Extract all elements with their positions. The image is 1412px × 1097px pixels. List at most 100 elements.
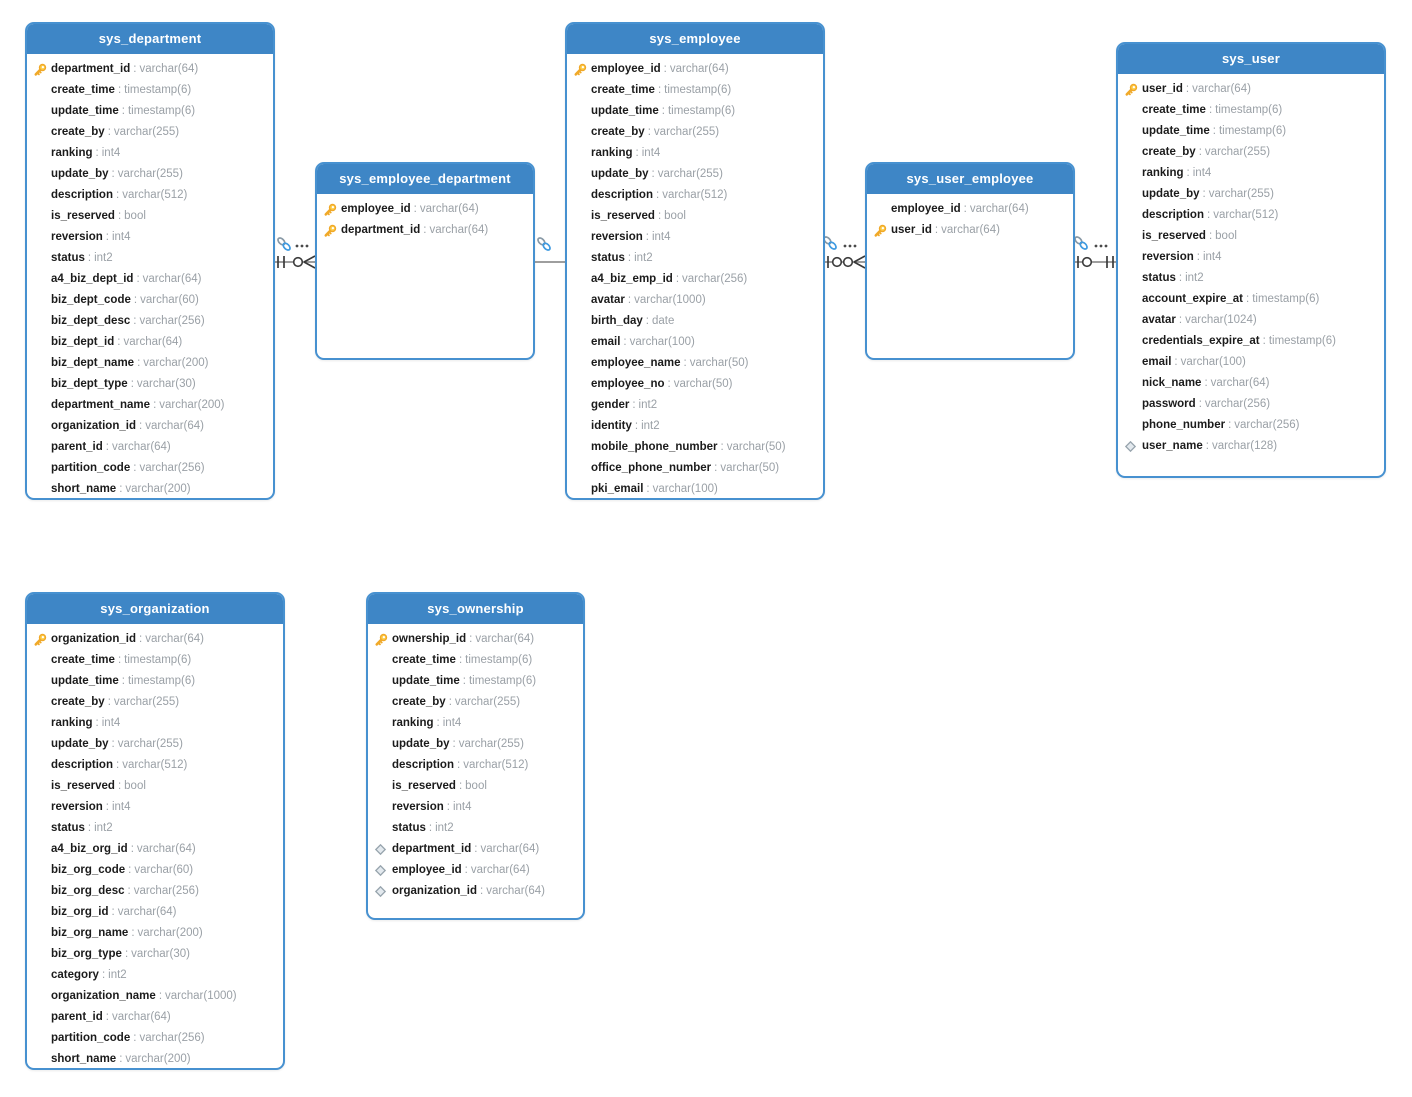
field-row[interactable]: employee_name:varchar(50) (573, 353, 819, 374)
field-row[interactable]: short_name:varchar(200) (33, 1049, 279, 1068)
field-row[interactable]: ranking:int4 (374, 713, 579, 734)
field-row[interactable]: ranking:int4 (1124, 163, 1380, 184)
table-header[interactable]: sys_user (1118, 44, 1384, 76)
relationship-sys_employee_department-to-sys_employee[interactable] (535, 237, 565, 263)
table-header[interactable]: sys_employee_department (317, 164, 533, 196)
field-row[interactable]: avatar:varchar(1000) (573, 290, 819, 311)
field-row[interactable]: credentials_expire_at:timestamp(6) (1124, 331, 1380, 352)
field-row[interactable]: reversion:int4 (1124, 247, 1380, 268)
field-row[interactable]: update_by:varchar(255) (374, 734, 579, 755)
field-row[interactable]: biz_org_type:varchar(30) (33, 944, 279, 965)
field-row[interactable]: organization_id:varchar(64) (33, 416, 269, 437)
field-row[interactable]: short_name:varchar(200) (33, 479, 269, 498)
field-row[interactable]: mobile_phone_number:varchar(50) (573, 437, 819, 458)
field-row[interactable]: department_name:varchar(200) (33, 395, 269, 416)
field-row[interactable]: create_time:timestamp(6) (33, 80, 269, 101)
field-row[interactable]: status:int2 (33, 818, 279, 839)
field-row[interactable]: department_id:varchar(64) (323, 220, 529, 241)
field-row[interactable]: ranking:int4 (573, 143, 819, 164)
field-row[interactable]: description:varchar(512) (1124, 205, 1380, 226)
field-row[interactable]: reversion:int4 (374, 797, 579, 818)
field-row[interactable]: account_expire_at:timestamp(6) (1124, 289, 1380, 310)
field-row[interactable]: employee_id:varchar(64) (873, 199, 1069, 220)
field-row[interactable]: phone_number:varchar(256) (1124, 415, 1380, 436)
field-row[interactable]: update_by:varchar(255) (573, 164, 819, 185)
field-row[interactable]: reversion:int4 (573, 227, 819, 248)
table-sys_employee_department[interactable]: sys_employee_department employee_id:varch… (315, 162, 535, 360)
field-row[interactable]: update_time:timestamp(6) (33, 671, 279, 692)
field-row[interactable]: employee_id:varchar(64) (323, 199, 529, 220)
field-row[interactable]: status:int2 (573, 248, 819, 269)
field-row[interactable]: user_id:varchar(64) (873, 220, 1069, 241)
field-row[interactable]: parent_id:varchar(64) (33, 437, 269, 458)
field-row[interactable]: employee_id:varchar(64) (573, 59, 819, 80)
field-row[interactable]: update_time:timestamp(6) (374, 671, 579, 692)
field-row[interactable]: create_by:varchar(255) (573, 122, 819, 143)
field-row[interactable]: create_by:varchar(255) (33, 122, 269, 143)
field-row[interactable]: email:varchar(100) (573, 332, 819, 353)
field-row[interactable]: birth_day:date (573, 311, 819, 332)
field-row[interactable]: is_reserved:bool (33, 776, 279, 797)
field-row[interactable]: user_id:varchar(64) (1124, 79, 1380, 100)
field-row[interactable]: nick_name:varchar(64) (1124, 373, 1380, 394)
field-row[interactable]: is_reserved:bool (1124, 226, 1380, 247)
field-row[interactable]: department_id:varchar(64) (33, 59, 269, 80)
field-row[interactable]: description:varchar(512) (573, 185, 819, 206)
field-row[interactable]: update_by:varchar(255) (1124, 184, 1380, 205)
field-row[interactable]: status:int2 (374, 818, 579, 839)
table-header[interactable]: sys_department (27, 24, 273, 56)
field-row[interactable]: create_by:varchar(255) (1124, 142, 1380, 163)
relationship-sys_employee-to-sys_user_employee[interactable] (823, 236, 866, 269)
field-row[interactable]: office_phone_number:varchar(50) (573, 458, 819, 479)
field-row[interactable]: create_time:timestamp(6) (573, 80, 819, 101)
field-row[interactable]: update_by:varchar(255) (33, 164, 269, 185)
field-row[interactable]: create_time:timestamp(6) (33, 650, 279, 671)
field-row[interactable]: is_reserved:bool (573, 206, 819, 227)
field-row[interactable]: ranking:int4 (33, 143, 269, 164)
field-row[interactable]: create_time:timestamp(6) (374, 650, 579, 671)
field-row[interactable]: identity:int2 (573, 416, 819, 437)
table-header[interactable]: sys_user_employee (867, 164, 1073, 196)
field-row[interactable]: employee_no:varchar(50) (573, 374, 819, 395)
field-row[interactable]: biz_org_desc:varchar(256) (33, 881, 279, 902)
field-row[interactable]: update_time:timestamp(6) (573, 101, 819, 122)
field-row[interactable]: partition_code:varchar(256) (33, 1028, 279, 1049)
field-row[interactable]: is_reserved:bool (33, 206, 269, 227)
field-row[interactable]: pki_email:varchar(100) (573, 479, 819, 498)
field-row[interactable]: update_by:varchar(255) (33, 734, 279, 755)
field-row[interactable]: gender:int2 (573, 395, 819, 416)
field-row[interactable]: description:varchar(512) (33, 755, 279, 776)
field-row[interactable]: biz_dept_id:varchar(64) (33, 332, 269, 353)
field-row[interactable]: reversion:int4 (33, 227, 269, 248)
field-row[interactable]: ranking:int4 (33, 713, 279, 734)
field-row[interactable]: parent_id:varchar(64) (33, 1007, 279, 1028)
field-row[interactable]: biz_org_id:varchar(64) (33, 902, 279, 923)
field-row[interactable]: password:varchar(256) (1124, 394, 1380, 415)
field-row[interactable]: organization_id:varchar(64) (374, 881, 579, 902)
field-row[interactable]: ownership_id:varchar(64) (374, 629, 579, 650)
field-row[interactable]: description:varchar(512) (374, 755, 579, 776)
field-row[interactable]: a4_biz_dept_id:varchar(64) (33, 269, 269, 290)
field-row[interactable]: organization_name:varchar(1000) (33, 986, 279, 1007)
field-row[interactable]: category:int2 (33, 965, 279, 986)
field-row[interactable]: description:varchar(512) (33, 185, 269, 206)
field-row[interactable]: employee_id:varchar(64) (374, 860, 579, 881)
field-row[interactable]: biz_dept_type:varchar(30) (33, 374, 269, 395)
relationship-sys_department-to-sys_employee_department[interactable] (275, 237, 316, 269)
relationship-sys_user_employee-to-sys_user[interactable] (1074, 236, 1116, 268)
field-row[interactable]: update_time:timestamp(6) (33, 101, 269, 122)
field-row[interactable]: biz_dept_desc:varchar(256) (33, 311, 269, 332)
field-row[interactable]: create_by:varchar(255) (374, 692, 579, 713)
field-row[interactable]: reversion:int4 (33, 797, 279, 818)
table-header[interactable]: sys_organization (27, 594, 283, 626)
field-row[interactable]: update_time:timestamp(6) (1124, 121, 1380, 142)
field-row[interactable]: a4_biz_org_id:varchar(64) (33, 839, 279, 860)
table-header[interactable]: sys_ownership (368, 594, 583, 626)
field-row[interactable]: a4_biz_emp_id:varchar(256) (573, 269, 819, 290)
field-row[interactable]: status:int2 (33, 248, 269, 269)
table-sys_user_employee[interactable]: sys_user_employee employee_id:varchar(64)… (865, 162, 1075, 360)
